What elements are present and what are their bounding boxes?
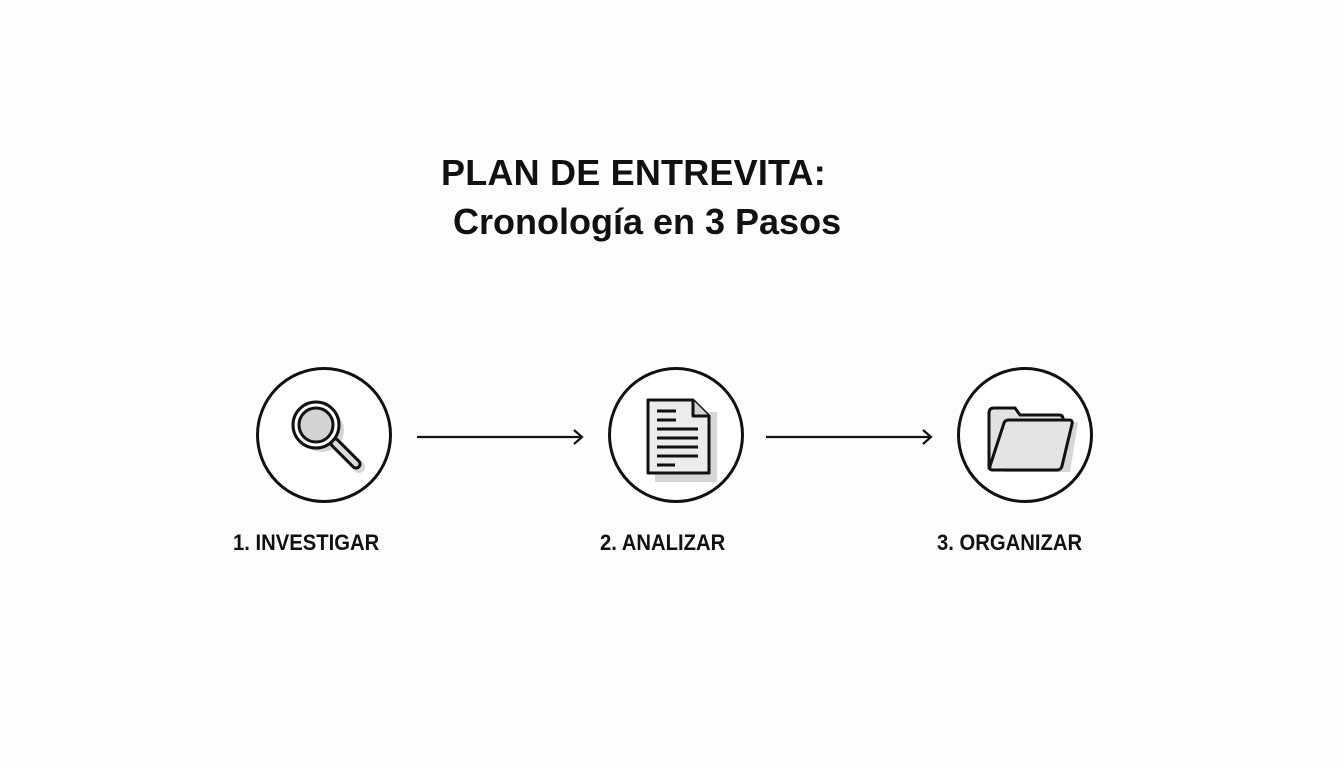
magnifying-glass-icon bbox=[291, 400, 365, 473]
step-2-label: 2. ANALIZAR bbox=[600, 530, 726, 555]
title-main: PLAN DE ENTREVITA: bbox=[441, 152, 826, 193]
step-3-circle bbox=[957, 367, 1093, 503]
step-3-label: 3. ORGANIZAR bbox=[937, 530, 1083, 555]
folder-icon bbox=[987, 406, 1078, 472]
step-1-circle bbox=[256, 367, 392, 503]
title-subtitle: Cronología en 3 Pasos bbox=[453, 201, 842, 242]
step-1-label: 1. INVESTIGAR bbox=[233, 530, 380, 555]
step-2-circle bbox=[608, 367, 744, 503]
document-icon bbox=[646, 398, 717, 482]
arrow-right-icon bbox=[765, 428, 935, 446]
arrow-right-icon bbox=[416, 428, 586, 446]
